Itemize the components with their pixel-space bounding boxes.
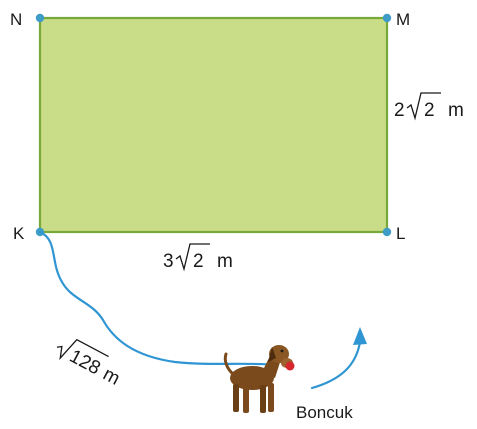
leash-radical-sign [56,338,109,361]
curved-arrow-icon [310,327,367,390]
vertex-m-label: M [396,10,410,29]
rectangle-klmn [38,16,389,234]
leash-length: 128 m [56,338,123,390]
right-length-radicand: 2 [424,100,435,121]
leash-line [38,230,279,367]
vertex-l-dot [382,227,392,237]
bottom-length-radicand: 2 [193,251,204,272]
dog-name-label: Boncuk [296,403,353,422]
right-length-unit: m [448,100,464,121]
bottom-length-coefficient: 3 [163,251,174,272]
bottom-radical-sign [175,243,210,272]
vertex-k-label: K [13,224,25,243]
vertex-n-dot [35,13,45,23]
dog-illustration [223,345,295,413]
right-radical-sign [406,92,441,121]
leash-length-unit: m [99,364,123,390]
bottom-length-unit: m [217,251,233,272]
vertex-l-label: L [396,224,405,243]
vertex-m-dot [382,13,392,23]
bottom-side-length: 3 2 m [163,243,233,272]
right-length-coefficient: 2 [394,100,405,121]
vertex-n-label: N [10,10,22,29]
right-side-length: 2 2 m [394,92,464,121]
